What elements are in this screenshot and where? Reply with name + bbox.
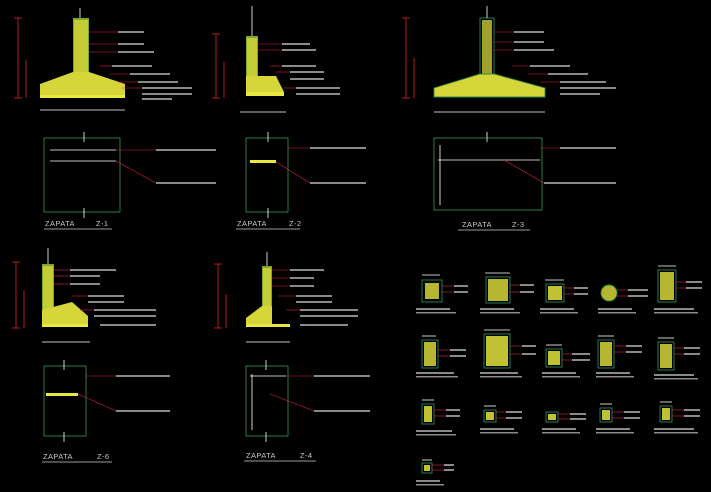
footing-z3-elevation [402,6,616,113]
column-section-r2c2 [480,329,536,378]
column-section-r1c5 [654,265,702,314]
column-section-r3c2 [480,405,522,434]
column-section-r3c3 [542,411,586,434]
footing-z1-label: ZAPATA [45,219,75,228]
footing-z6-elevation [12,248,156,343]
column-section-r3c1 [416,399,460,436]
footing-z1-code: Z-1 [96,219,108,228]
footing-z2-plan: ZAPATA Z-2 [236,132,366,230]
footing-z3-plan: ZAPATA Z-3 [433,132,616,231]
column-sections [416,265,702,486]
footing-z2-elevation [212,6,340,113]
footing-z3-label: ZAPATA [462,220,492,229]
footing-z4-code: Z-4 [300,451,312,460]
column-section-r1c4 [598,284,648,314]
footing-z6-plan: ZAPATA Z-6 [42,360,170,463]
footing-z4-elevation [214,252,358,343]
column-section-r2c4 [596,335,642,378]
column-section-r1c3 [540,279,588,314]
column-section-r2c3 [542,344,590,378]
column-section-r3c4 [596,403,640,434]
footing-z2-code: Z-2 [289,219,301,228]
footing-z4-label: ZAPATA [246,451,276,460]
footing-z3-code: Z-3 [512,220,524,229]
column-section-r3c5 [654,401,700,434]
column-section-r2c1 [416,335,466,378]
footing-z1-elevation [14,8,192,111]
footing-z4-plan: ZAPATA Z-4 [244,360,370,462]
footing-z2-label: ZAPATA [237,219,267,228]
footing-z6-label: ZAPATA [43,452,73,461]
footing-z6-code: Z-6 [97,452,109,461]
column-section-r1c1 [416,274,468,314]
column-section-r1c2 [480,272,534,314]
footing-z1-plan: ZAPATA Z-1 [43,132,216,230]
column-section-r2c5 [654,337,700,380]
column-section-r4c1 [416,459,454,486]
